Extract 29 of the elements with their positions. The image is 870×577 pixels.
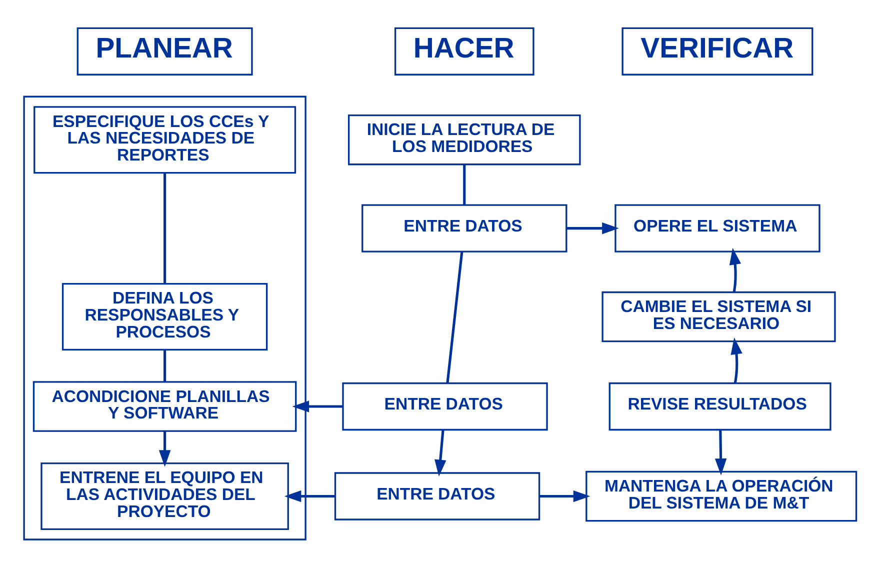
- arrow: [729, 247, 742, 292]
- arrow: [539, 490, 590, 502]
- node-box: INICIE LA LECTURA DE LOS MEDIDORES: [348, 114, 581, 165]
- node-box: PLANEAR: [76, 26, 253, 75]
- node-box: ENTRE DATOS: [362, 204, 568, 252]
- connector: [446, 251, 464, 383]
- node-box: MANTENGA LA OPERACIÓN DEL SISTEMA DE M&T: [586, 470, 858, 522]
- node-box: ACONDICIONE PLANILLAS Y SOFTWARE: [32, 380, 297, 432]
- connector: [164, 350, 166, 382]
- node-box: ESPECIFIQUE LOS CCEs Y LAS NECESIDADES DE REPORTES: [34, 106, 296, 174]
- connector: [463, 164, 466, 204]
- node-box: ENTRE DATOS: [342, 382, 548, 430]
- node-box: OPERE EL SISTEMA: [614, 204, 820, 252]
- arrow: [434, 429, 446, 476]
- arrow: [292, 400, 343, 412]
- node-box: ENTRE DATOS: [334, 472, 540, 520]
- node-box: DEFINA LOS RESPONSABLES Y PROCESOS: [62, 282, 268, 350]
- node-box: HACER: [394, 26, 534, 75]
- arrow: [714, 429, 727, 475]
- arrow: [284, 490, 335, 502]
- arrow: [158, 430, 171, 466]
- cluster: [23, 95, 306, 540]
- node-box: REVISE RESULTADOS: [608, 382, 832, 430]
- connector: [164, 172, 166, 284]
- arrow: [566, 222, 619, 234]
- node-box: CAMBIE EL SISTEMA SI ES NECESARIO: [602, 290, 836, 342]
- node-box: ENTRENE EL EQUIPO EN LAS ACTIVIDADES DEL PROYECTO: [40, 462, 289, 530]
- arrow: [730, 337, 742, 383]
- node-box: VERIFICAR: [622, 26, 814, 75]
